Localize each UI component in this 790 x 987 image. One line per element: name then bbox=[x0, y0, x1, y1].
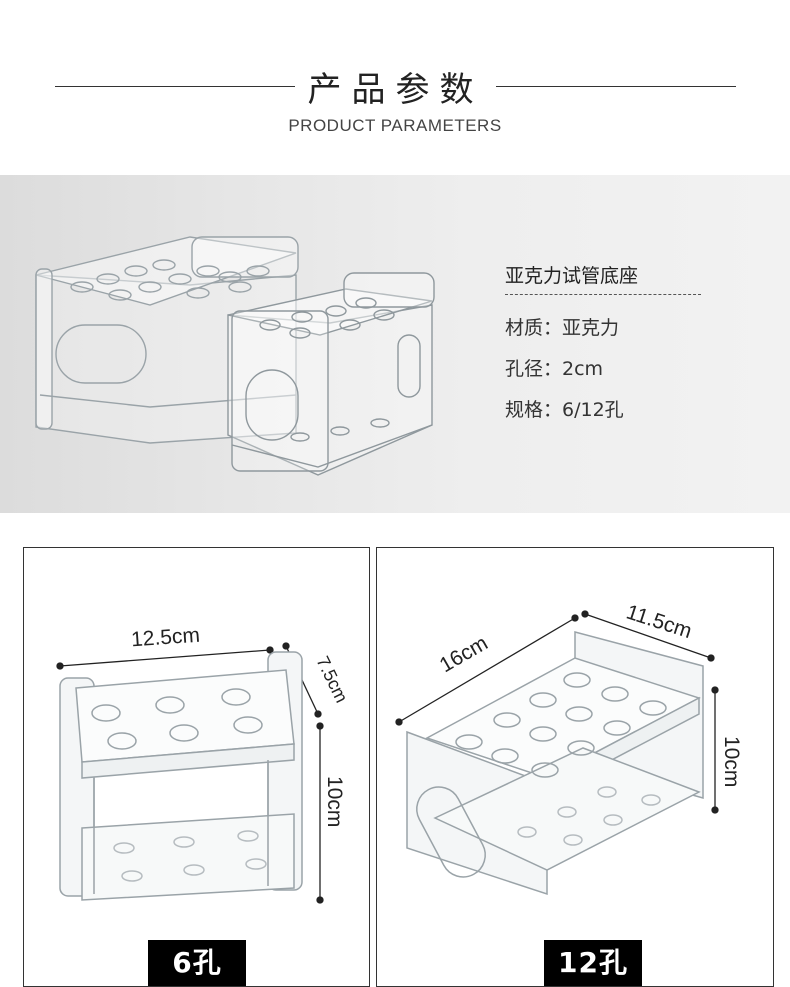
dim-label-depth: 11.5cm bbox=[623, 600, 694, 643]
tube-holes bbox=[455, 672, 667, 778]
spec-block: 亚克力试管底座 材质：亚克力 孔径：2cm 规格：6/12孔 bbox=[505, 261, 701, 422]
dim-end-dot bbox=[571, 614, 579, 622]
dim-end-dot bbox=[316, 896, 324, 904]
spec-value: 6/12孔 bbox=[562, 399, 624, 421]
spec-label: 规格： bbox=[505, 399, 563, 421]
spec-label: 孔径： bbox=[505, 358, 563, 380]
dim-end-dot bbox=[56, 662, 64, 670]
rack-12-diagram: 16cm 11.5cm 10cm bbox=[395, 600, 743, 896]
rack-handle-cutout bbox=[416, 786, 486, 878]
section-title-cn: 产品参数 bbox=[307, 70, 484, 110]
dim-line-length bbox=[59, 649, 271, 667]
dim-label-depth: 7.5cm bbox=[312, 653, 351, 706]
dim-end-dot bbox=[314, 710, 322, 718]
dim-label-length: 16cm bbox=[436, 632, 492, 678]
dim-end-dot bbox=[316, 722, 324, 730]
section-header: 产品参数 PRODUCT PARAMETERS bbox=[0, 0, 790, 175]
large-rack-photo bbox=[35, 236, 299, 444]
small-rack-photo bbox=[227, 272, 435, 476]
label-6-hole: 6孔 bbox=[148, 940, 246, 986]
panel-6-hole: 12.5cm 7.5cm 10cm 6孔 bbox=[23, 547, 370, 987]
spec-value: 2cm bbox=[562, 358, 604, 380]
header-rule-right bbox=[496, 86, 736, 87]
header-rule-left bbox=[55, 86, 295, 87]
spec-row-material: 材质：亚克力 bbox=[505, 313, 701, 340]
panel-12-hole: 16cm 11.5cm 10cm 12孔 bbox=[376, 547, 774, 987]
spec-row-hole-diameter: 孔径：2cm bbox=[505, 354, 701, 381]
dim-end-dot bbox=[266, 646, 274, 654]
product-photo bbox=[35, 236, 435, 476]
rack-bottom-plate bbox=[433, 747, 701, 871]
spec-label: 材质： bbox=[505, 317, 563, 339]
dim-line-depth bbox=[584, 613, 712, 659]
dim-label-height: 10cm bbox=[323, 776, 346, 827]
dim-end-dot bbox=[395, 718, 403, 726]
rack-bottom-plate bbox=[81, 813, 295, 901]
product-photo-band: 亚克力试管底座 材质：亚克力 孔径：2cm 规格：6/12孔 bbox=[0, 175, 790, 513]
dim-label-length: 12.5cm bbox=[130, 624, 200, 652]
dim-label-height: 10cm bbox=[720, 736, 743, 787]
rack-6-diagram: 12.5cm 7.5cm 10cm bbox=[56, 624, 352, 904]
dim-end-dot bbox=[711, 806, 719, 814]
dim-line-length bbox=[398, 617, 576, 723]
spec-divider bbox=[505, 294, 701, 295]
product-name: 亚克力试管底座 bbox=[505, 265, 639, 287]
label-12-hole: 12孔 bbox=[544, 940, 642, 986]
spec-row-specification: 规格：6/12孔 bbox=[505, 395, 701, 422]
tube-holes bbox=[91, 688, 263, 750]
section-title-en: PRODUCT PARAMETERS bbox=[288, 116, 502, 135]
dim-end-dot bbox=[282, 642, 290, 650]
dim-end-dot bbox=[711, 686, 719, 694]
dim-end-dot bbox=[707, 654, 715, 662]
dim-end-dot bbox=[581, 610, 589, 618]
spec-value: 亚克力 bbox=[562, 317, 620, 339]
